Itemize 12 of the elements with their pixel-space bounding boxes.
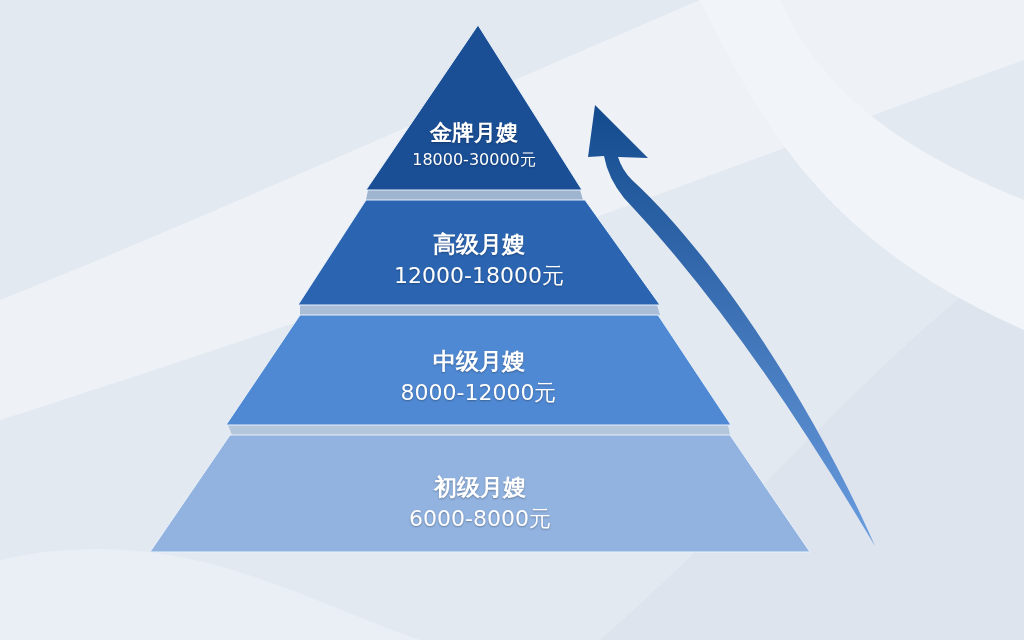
pyramid-level <box>298 200 660 305</box>
pyramid-level <box>366 25 582 190</box>
level-title: 中级月嫂 <box>432 347 525 376</box>
salary-range: 18000-30000元 <box>412 148 536 171</box>
level-title: 金牌月嫂 <box>430 119 518 147</box>
level-title: 高级月嫂 <box>433 230 525 259</box>
pyramid-level <box>226 315 731 425</box>
salary-range: 6000-8000元 <box>409 505 551 534</box>
pyramid-level <box>150 435 810 552</box>
salary-range: 12000-18000元 <box>394 262 564 291</box>
salary-range: 8000-12000元 <box>400 379 557 408</box>
level-title: 初级月嫂 <box>434 473 526 502</box>
